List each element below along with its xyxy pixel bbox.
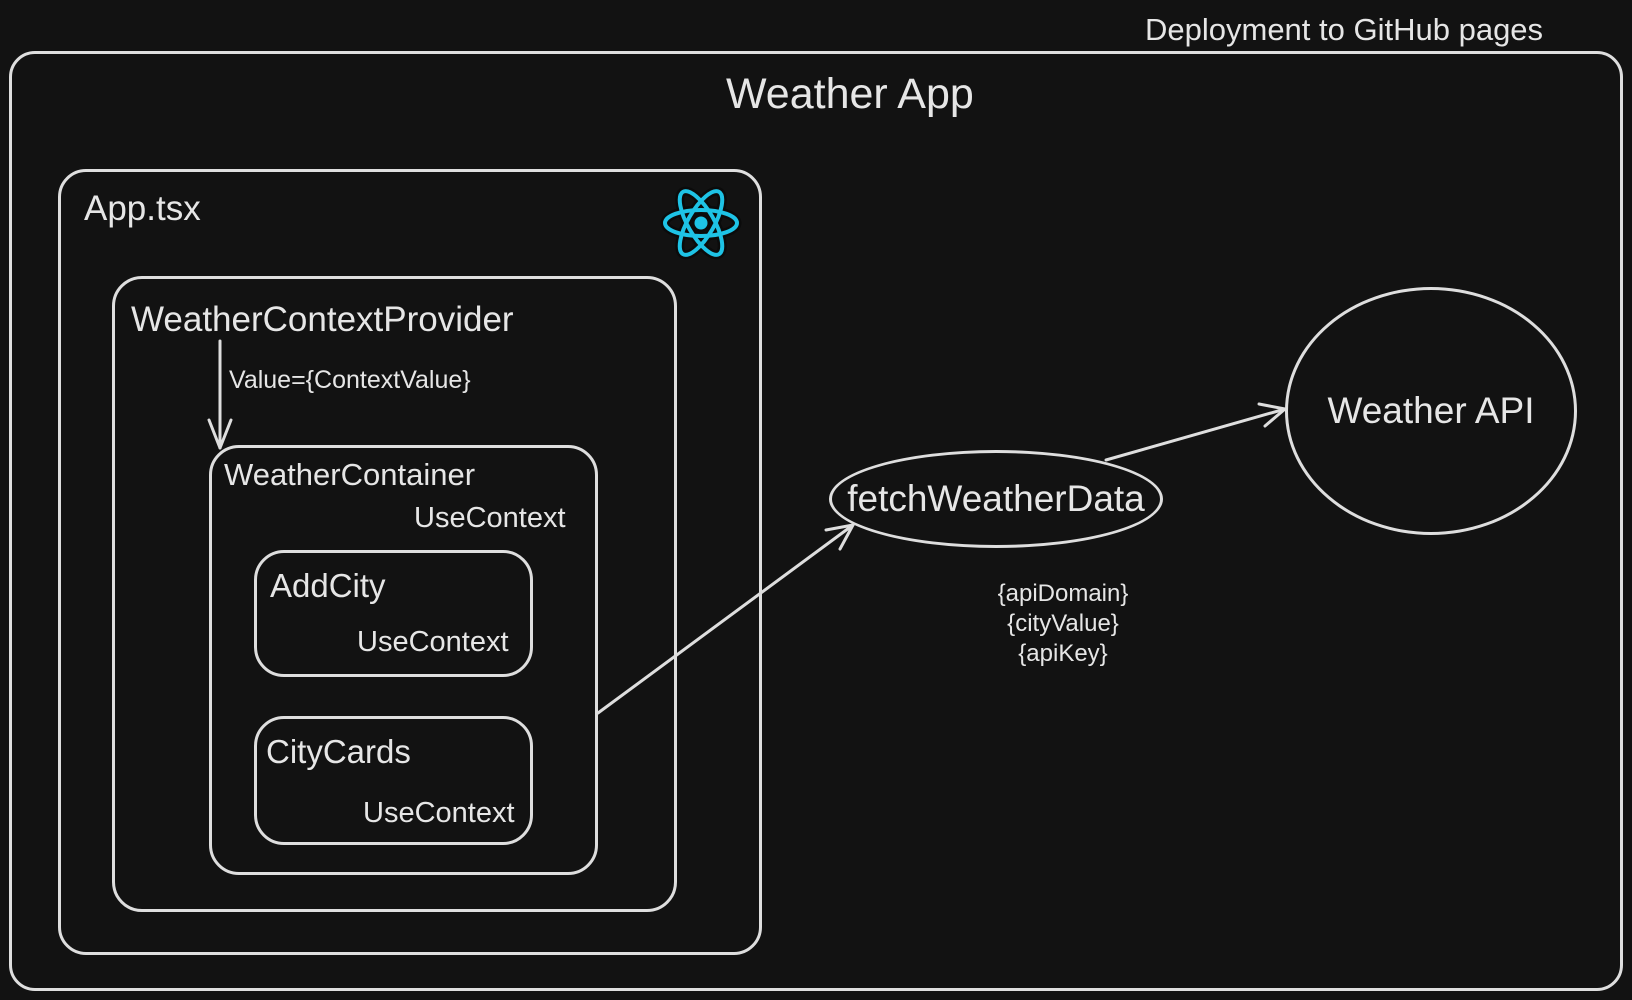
param-city-value: {cityValue} [1007,610,1119,637]
weather-context-provider-label: WeatherContextProvider [131,300,514,339]
fetch-weather-data-label: fetchWeatherData [847,478,1145,519]
weather-app-box [9,51,1623,991]
weather-container-usecontext: UseContext [414,502,566,534]
fetch-weather-data-node: fetchWeatherData [829,450,1163,548]
add-city-label: AddCity [270,567,386,604]
weather-app-title: Weather App [726,70,974,118]
param-api-domain: {apiDomain} [997,580,1129,607]
city-cards-label: CityCards [266,733,411,770]
weather-container-label: WeatherContainer [224,457,476,492]
add-city-usecontext: UseContext [357,626,509,658]
weather-api-label: Weather API [1327,390,1535,431]
deployment-label: Deployment to GitHub pages [1145,12,1544,47]
city-cards-box [254,716,533,845]
add-city-box [254,550,533,677]
fetch-params: {apiDomain} {cityValue} {apiKey} [963,579,1163,669]
param-api-key: {apiKey} [1018,640,1108,667]
context-value-label: Value={ContextValue} [229,366,471,394]
weather-api-node: Weather API [1285,287,1577,535]
app-tsx-label: App.tsx [84,189,201,228]
react-logo-icon [660,186,742,260]
city-cards-usecontext: UseContext [363,797,515,829]
